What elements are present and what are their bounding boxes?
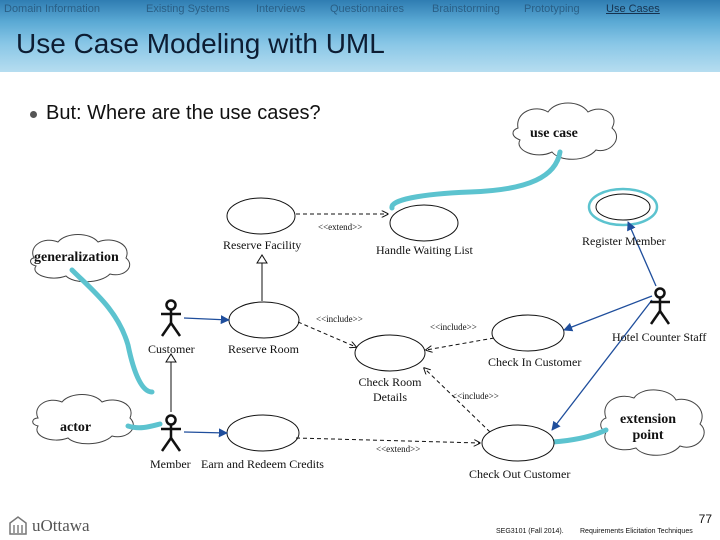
stereotype-include-right: <<include>> — [430, 322, 477, 332]
bullet-text: But: Where are the use cases? — [46, 102, 321, 124]
stereotype-include-bottom: <<include>> — [452, 391, 499, 401]
generalization-callout-cloud — [30, 234, 131, 283]
hotel-counter-staff-actor-icon — [649, 287, 671, 325]
nav-item-use-cases[interactable]: Use Cases — [606, 3, 660, 15]
association-member-earn-credits — [183, 428, 228, 438]
actor-label-hotel-counter-staff: Hotel Counter Staff — [612, 330, 707, 344]
nav-bar: Domain Information Existing Systems Inte… — [0, 3, 720, 21]
association-staff-register-member — [627, 221, 657, 287]
bullet-icon — [30, 111, 37, 118]
use-case-label-register-member: Register Member — [582, 234, 666, 248]
actor-label-customer: Customer — [148, 342, 195, 356]
use-case-label-check-out-customer: Check Out Customer — [469, 467, 571, 481]
check-room-details-line2: Details — [373, 390, 407, 404]
actor-callout: actor — [60, 420, 92, 435]
use-case-handle-waiting-list — [389, 204, 459, 242]
logo-text: uOttawa — [32, 516, 90, 535]
actor-callout-cloud — [32, 394, 134, 445]
slide-title: Use Case Modeling with UML — [16, 28, 385, 59]
association-staff-check-out — [551, 299, 653, 431]
include-arrow-bottom — [424, 368, 491, 433]
extend-arrow-bottom — [295, 437, 480, 443]
page-number: 77 — [698, 512, 712, 526]
nav-item-existing-systems[interactable]: Existing Systems — [146, 3, 230, 15]
generalization-arrowhead-reserve — [256, 254, 268, 264]
extension-point-callout-line2: point — [632, 428, 664, 443]
member-actor-icon — [160, 414, 182, 452]
include-arrow-right — [426, 337, 495, 350]
nav-item-brainstorming[interactable]: Brainstorming — [432, 3, 500, 15]
use-case-register-member — [595, 193, 651, 221]
generalization-pointer — [69, 267, 155, 395]
nav-item-prototyping[interactable]: Prototyping — [524, 3, 580, 15]
actor-label-member: Member — [150, 457, 191, 471]
footer-course: SEG3101 (Fall 2014). — [496, 528, 564, 535]
extension-point-callout-line1: extension — [620, 412, 676, 427]
generalization-arrowhead-actor — [165, 353, 177, 363]
customer-actor-icon — [160, 299, 182, 337]
footer-topic: Requirements Elicitation Techniques — [580, 528, 693, 535]
stereotype-extend-top: <<extend>> — [318, 222, 363, 232]
nav-item-questionnaires[interactable]: Questionnaires — [330, 3, 404, 15]
use-case-pointer — [389, 149, 563, 211]
check-room-details-line1: Check Room — [358, 375, 422, 389]
use-case-label-earn-and-redeem-credits: Earn and Redeem Credits — [201, 457, 324, 471]
use-case-callout: use case — [530, 126, 578, 141]
nav-item-domain-information[interactable]: Domain Information — [4, 3, 100, 15]
stereotype-extend-bottom: <<extend>> — [376, 444, 421, 454]
use-case-label-reserve-room: Reserve Room — [228, 342, 299, 356]
association-staff-check-in — [563, 295, 653, 332]
extension-point-callout-cloud — [600, 389, 705, 456]
use-case-label-check-room-details: Check Room Details — [358, 375, 422, 405]
building-icon — [9, 516, 27, 535]
use-case-callout-cloud — [512, 102, 618, 160]
use-case-check-in-customer — [491, 314, 565, 352]
include-arrow-left — [297, 321, 356, 347]
use-case-earn-and-redeem-credits — [226, 414, 300, 452]
stereotype-include-left: <<include>> — [316, 314, 363, 324]
use-case-label-handle-waiting-list: Handle Waiting List — [376, 243, 473, 257]
use-case-check-out-customer — [481, 424, 555, 462]
use-case-check-room-details — [354, 334, 426, 372]
nav-item-interviews[interactable]: Interviews — [256, 3, 306, 15]
generalization-callout: generalization — [34, 250, 119, 265]
actor-pointer — [125, 421, 163, 431]
extension-point-callout: extension point — [610, 412, 686, 444]
use-case-label-check-in-customer: Check In Customer — [488, 355, 582, 369]
uottawa-logo: uOttawa — [8, 514, 98, 538]
use-case-label-reserve-facility: Reserve Facility — [223, 238, 302, 252]
use-case-reserve-facility — [226, 197, 296, 235]
use-case-reserve-room — [228, 301, 300, 339]
header-banner: Domain Information Existing Systems Inte… — [0, 0, 720, 72]
association-customer-reserve-room — [183, 315, 230, 325]
